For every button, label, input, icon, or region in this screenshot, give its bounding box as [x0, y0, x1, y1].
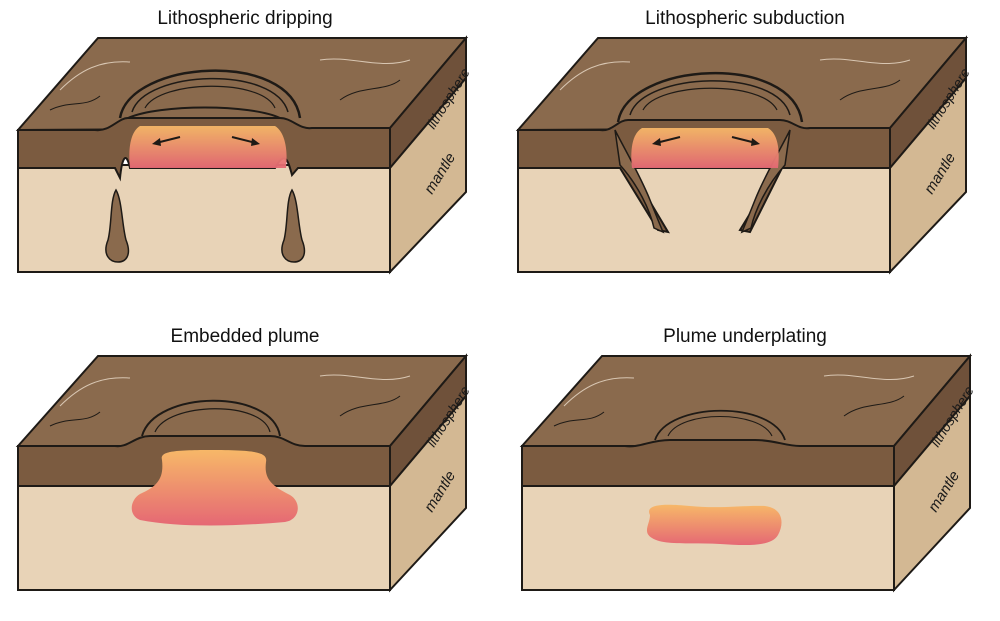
- mantle-front: [17, 164, 391, 273]
- drip-right: [281, 188, 306, 263]
- top-surface: [519, 355, 973, 447]
- surface-crack: [339, 79, 401, 101]
- ridge-arc: [131, 77, 289, 113]
- mantle-front: [517, 164, 891, 273]
- lithosphere-front: [521, 439, 895, 487]
- surface-crack: [839, 79, 901, 101]
- ridge-arc: [154, 408, 271, 433]
- ridge-arc: [118, 69, 302, 119]
- panel-title: Plume underplating: [663, 326, 827, 347]
- arrow-right-head: [251, 138, 260, 146]
- panel-lithospheric-dripping: Lithospheric dripping lithosphere: [0, 0, 500, 310]
- surface-crack: [339, 395, 401, 417]
- underplated-plume: [646, 504, 782, 546]
- surface-crack: [553, 411, 605, 427]
- panel-plume-underplating: Plume underplating lithosphere mantle: [500, 310, 1000, 620]
- basin-floor: [127, 106, 281, 119]
- block-diagram-underplating: lithosphere mantle: [519, 353, 977, 593]
- ridge-arc: [616, 72, 804, 123]
- block-diagram-dripping: lithosphere mantle: [15, 35, 473, 275]
- block-diagram-subduction: lithosphere mantle: [515, 35, 973, 275]
- surface-crack: [563, 377, 635, 407]
- panel-title: Lithospheric dripping: [157, 8, 333, 29]
- panel-title: Embedded plume: [170, 326, 320, 347]
- ridge-arc: [141, 399, 281, 437]
- surface-crack: [59, 61, 131, 91]
- surface-crack: [319, 374, 411, 380]
- surface-crack: [319, 58, 411, 64]
- ridge-arc: [642, 87, 778, 111]
- hot-region: [129, 126, 287, 168]
- panel-embedded-plume: Embedded plume lithosphere mantle: [0, 310, 500, 620]
- surface-crack: [49, 95, 101, 111]
- ridge-arc: [144, 85, 276, 109]
- panel-title: Lithospheric subduction: [645, 8, 845, 29]
- panel-lithospheric-subduction: Lithospheric subduction lithosphere mant…: [500, 0, 1000, 310]
- surface-crack: [59, 377, 131, 407]
- ridge-arc: [654, 409, 786, 441]
- arrow-right-head: [751, 138, 760, 146]
- ridge-arc: [667, 415, 773, 437]
- surface-crack: [843, 395, 905, 417]
- top-surface: [15, 355, 469, 447]
- surface-crack: [823, 374, 915, 380]
- hot-region: [631, 128, 779, 168]
- arrow-left-head: [652, 138, 661, 146]
- block-diagram-embedded: lithosphere mantle: [15, 353, 473, 593]
- arrow-left-head: [152, 138, 161, 146]
- drip-left: [105, 188, 130, 263]
- surface-crack: [559, 61, 631, 91]
- ridge-arc: [629, 80, 791, 116]
- surface-crack: [819, 58, 911, 64]
- surface-crack: [49, 411, 101, 427]
- embedded-plume: [131, 450, 298, 526]
